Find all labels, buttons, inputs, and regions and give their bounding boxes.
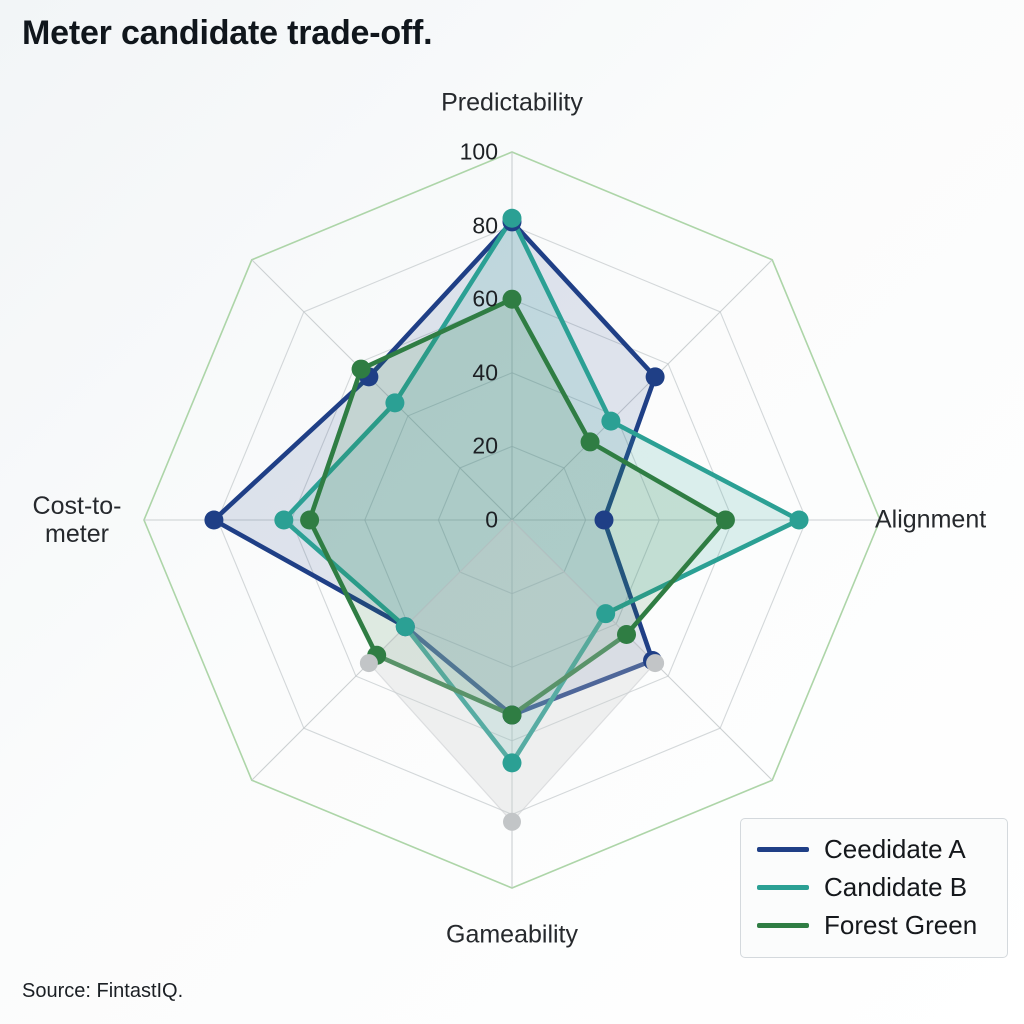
axis-label-gameability: Gameability bbox=[446, 920, 578, 949]
series-point bbox=[645, 367, 665, 387]
legend-label: Forest Green bbox=[824, 909, 978, 940]
series-point bbox=[789, 510, 809, 530]
legend-item[interactable]: Ceedidate A bbox=[757, 830, 991, 868]
legend-label: Ceedidate A bbox=[824, 833, 966, 864]
series-point bbox=[502, 705, 522, 725]
radial-tick-label: 100 bbox=[459, 138, 498, 165]
series-point bbox=[715, 510, 735, 530]
legend-swatch-icon bbox=[757, 884, 809, 890]
axis-label-alignment: Alignment bbox=[875, 505, 987, 534]
legend-item[interactable]: Candidate B bbox=[757, 868, 991, 906]
series-point bbox=[359, 654, 378, 673]
axis-label-cost-line1: Cost-to- bbox=[32, 492, 122, 520]
legend-label: Candidate B bbox=[824, 871, 968, 902]
radial-tick-label: 60 bbox=[472, 285, 498, 312]
series-point bbox=[351, 359, 371, 379]
legend-swatch-icon bbox=[757, 846, 809, 852]
series-point bbox=[204, 510, 224, 530]
axis-spoke bbox=[511, 259, 773, 521]
source-note: Source: FintastIQ. bbox=[22, 980, 184, 1002]
chart-legend: Ceedidate A Candidate B Forest Green bbox=[740, 818, 1008, 958]
axis-label-cost-to-meter: Cost-to- meter bbox=[14, 492, 140, 548]
legend-item[interactable]: Forest Green bbox=[757, 906, 991, 944]
series-point bbox=[503, 812, 521, 831]
radial-tick-label: 20 bbox=[472, 432, 498, 459]
series-point bbox=[395, 617, 415, 637]
series-point bbox=[594, 510, 614, 530]
series-point bbox=[502, 289, 522, 309]
axis-spoke bbox=[251, 259, 513, 521]
series-point bbox=[601, 411, 621, 431]
series-point bbox=[646, 654, 665, 673]
page-title: Meter candidate trade-off. bbox=[22, 14, 433, 52]
series-layer bbox=[204, 208, 809, 831]
series-point bbox=[502, 753, 522, 773]
radial-tick-label: 40 bbox=[472, 359, 498, 386]
series-point bbox=[385, 393, 405, 413]
radial-tick-label: 80 bbox=[472, 212, 498, 239]
series-point bbox=[580, 432, 600, 452]
legend-swatch-icon bbox=[757, 922, 809, 928]
series-point bbox=[502, 208, 522, 228]
axis-label-cost-line2: meter bbox=[45, 520, 109, 548]
series-point bbox=[596, 604, 616, 624]
series-point bbox=[300, 510, 320, 530]
series-point bbox=[616, 624, 636, 644]
axis-label-predictability: Predictability bbox=[441, 88, 583, 117]
radial-tick-label: 0 bbox=[485, 506, 498, 533]
series-point bbox=[274, 510, 294, 530]
